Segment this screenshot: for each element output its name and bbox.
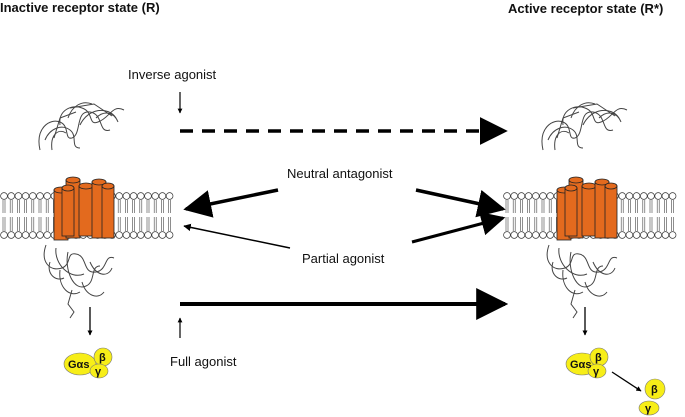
neutral-antagonist-label: Neutral antagonist	[287, 166, 393, 181]
active-receptor-helices	[556, 176, 618, 241]
inactive-g-protein: Gαs β γ	[63, 347, 113, 379]
inactive-receptor-helices	[53, 176, 115, 241]
partial-agonist-arrow-left	[183, 223, 291, 249]
full-agonist-label: Full agonist	[170, 354, 237, 369]
g-alpha-s-label-active: Gαs	[570, 359, 591, 371]
neutral-antagonist-arrow-right	[415, 188, 506, 218]
inactive-receptor	[0, 102, 174, 319]
free-g-gamma-subunit	[638, 400, 660, 416]
g-gamma-label: γ	[95, 366, 102, 378]
partial-agonist-label: Partial agonist	[302, 251, 385, 266]
partial-agonist-arrow-right	[411, 211, 506, 244]
active-receptor	[503, 102, 677, 319]
g-gamma-subunit-active	[587, 363, 607, 379]
free-g-gamma-label: γ	[645, 403, 652, 415]
inverse-agonist-label: Inverse agonist	[128, 67, 217, 82]
g-gamma-subunit	[89, 363, 109, 379]
inactive-state-heading: Inactive receptor state (R)	[0, 0, 160, 15]
free-g-beta-label: β	[651, 384, 658, 396]
g-beta-label-active: β	[595, 352, 602, 364]
g-alpha-s-label: Gαs	[68, 359, 89, 371]
neutral-antagonist-arrow-left	[183, 188, 279, 218]
dissociation-arrow	[611, 371, 642, 392]
g-gamma-label-active: γ	[593, 366, 600, 378]
free-g-beta-subunit	[644, 378, 666, 400]
active-state-heading: Active receptor state (R*)	[508, 1, 663, 16]
g-beta-label: β	[99, 352, 106, 364]
g-alpha-s-subunit	[63, 352, 97, 376]
dissociated-beta-gamma: β γ	[638, 378, 666, 416]
active-g-protein: Gαs β γ	[565, 347, 609, 379]
